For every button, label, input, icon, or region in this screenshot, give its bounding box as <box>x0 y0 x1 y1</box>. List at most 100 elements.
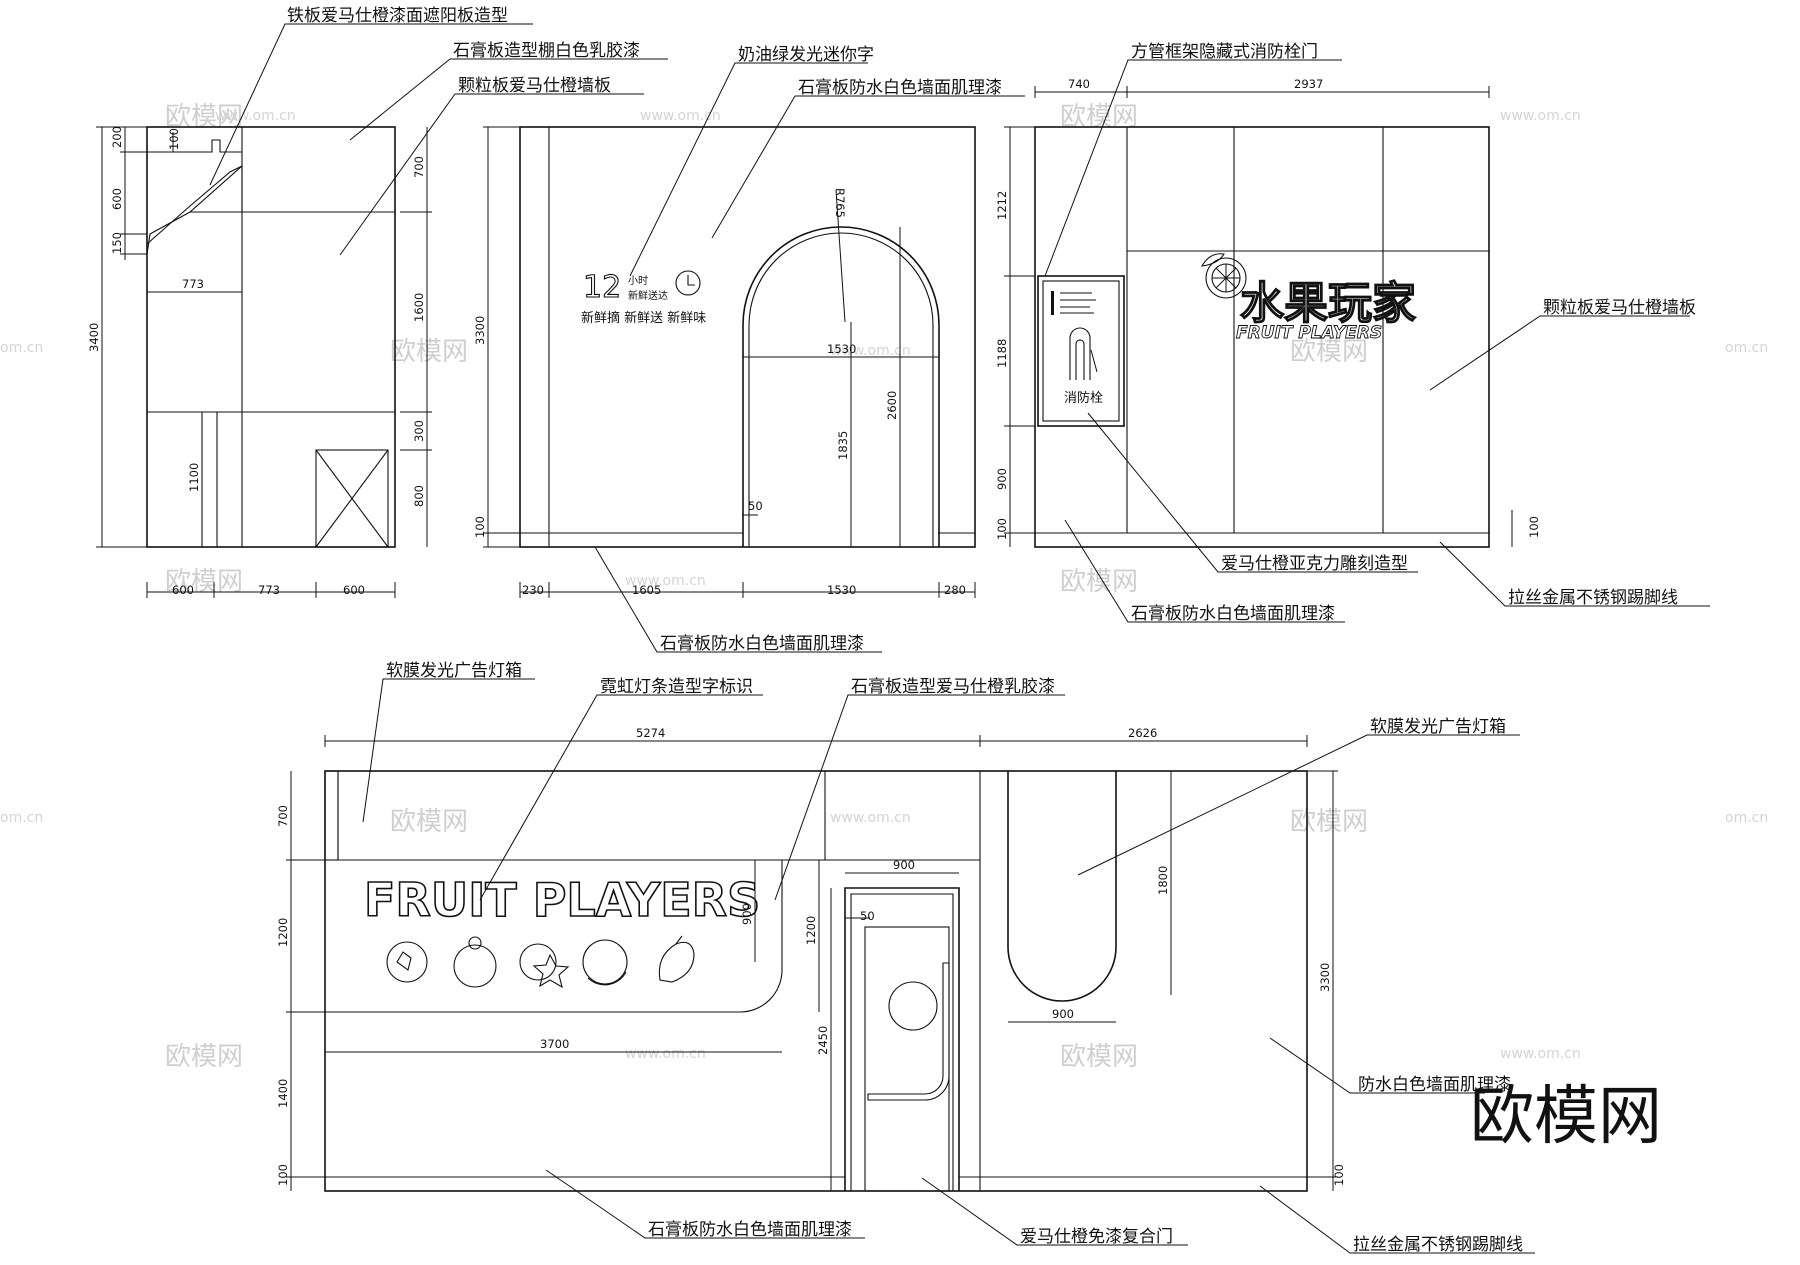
neon-panel-outline <box>325 860 783 1013</box>
mini-line-2: 新鲜摘 新鲜送 新鲜味 <box>581 310 706 326</box>
dim-5274: 5274 <box>636 726 665 740</box>
dim-3300: 3300 <box>473 316 487 345</box>
view1-sunshade <box>146 164 243 255</box>
dim-600: 600 <box>343 583 365 597</box>
label-hidden-hydrant: 方管框架隐藏式消防栓门 <box>1131 42 1318 62</box>
leader <box>1044 59 1342 277</box>
dim-800: 800 <box>412 485 426 507</box>
dim-700: 700 <box>412 156 426 178</box>
mango-icon <box>658 941 695 983</box>
dim-2937: 2937 <box>1294 77 1323 91</box>
door-porthole <box>888 981 938 1031</box>
dim-230: 230 <box>522 583 544 597</box>
watermark-url: www.om.cn <box>830 343 911 359</box>
mini-letter-sign: 12 小时 新鲜送达 新鲜摘 新鲜送 新鲜味 <box>581 269 706 326</box>
dim-900-door: 900 <box>893 858 915 872</box>
leader <box>629 62 868 277</box>
dim-1600: 1600 <box>412 293 426 322</box>
label-mini-letters: 奶油绿发光迷你字 <box>738 45 874 65</box>
dim-1200: 1200 <box>276 918 290 947</box>
dim-1530: 1530 <box>827 583 856 597</box>
elevation-view-3: 消防栓 水果玩家 FRUIT PLAYERS 740 2937 1212 118… <box>995 77 1541 548</box>
dim-1200: 1200 <box>804 916 818 945</box>
label-lightbox-right: 软膜发光广告灯箱 <box>1370 717 1506 737</box>
label-steel-skirting-bottom: 拉丝金属不锈钢踢脚线 <box>1353 1235 1523 1255</box>
annotation-leaders: 铁板爱马仕橙漆面遮阳板造型 石膏板造型棚白色乳胶漆 颗粒板爱马仕橙墙板 奶油绿发… <box>209 6 1710 1255</box>
mini-unit: 小时 <box>628 275 648 287</box>
logo-en-text: FRUIT PLAYERS <box>1236 323 1382 343</box>
view1-ceiling-step <box>147 139 242 153</box>
watermark-url-edge: om.cn <box>1725 810 1768 826</box>
label-composite-door: 爱马仕橙免漆复合门 <box>1020 1227 1173 1247</box>
leader <box>479 694 763 901</box>
dim-2450: 2450 <box>816 1026 830 1055</box>
watermark-brand: 欧模网 <box>165 1042 243 1072</box>
dim-100: 100 <box>1332 1164 1346 1186</box>
mini-line-1: 新鲜送达 <box>628 289 668 302</box>
neon-sign-text: FRUIT PLAYERS <box>364 873 760 927</box>
label-particle-board-right: 颗粒板爱马仕橙墙板 <box>1543 298 1696 318</box>
door-frame-inner <box>850 893 954 1191</box>
elevation-view-4: FRUIT PLAYERS 5274 <box>276 726 1346 1192</box>
view1-access-panel <box>315 449 389 548</box>
watermark-url: www.om.cn <box>625 1046 706 1062</box>
dim-900-arch: 900 <box>1052 1007 1074 1021</box>
label-steel-skirting-top: 拉丝金属不锈钢踢脚线 <box>1508 588 1678 608</box>
leader <box>594 546 882 653</box>
mini-hours: 12 <box>583 270 621 305</box>
label-gypsum-ceiling: 石膏板造型棚白色乳胶漆 <box>453 40 640 61</box>
dim-50: 50 <box>748 499 763 513</box>
label-gypsum-wall-top: 石膏板防水白色墙面肌理漆 <box>798 77 1002 98</box>
watermark-url: www.om.cn <box>1500 1046 1581 1062</box>
mangosteen-icon <box>453 944 497 988</box>
dim-100: 100 <box>167 128 181 150</box>
view1-access-panel-x <box>315 449 389 548</box>
hydrant-bar <box>1051 291 1054 315</box>
leader <box>1269 1037 1485 1094</box>
label-gypsum-wall-bottom: 石膏板防水白色墙面肌理漆 <box>648 1219 852 1240</box>
leader <box>711 95 1025 239</box>
label-iron-sunshade: 铁板爱马仕橙漆面遮阳板造型 <box>287 6 508 26</box>
dim-1400: 1400 <box>276 1079 290 1108</box>
leader <box>1087 412 1418 573</box>
dim-700: 700 <box>276 805 290 827</box>
mangosteen-icon <box>468 936 482 950</box>
label-acrylic-carving: 爱马仕橙亚克力雕刻造型 <box>1221 554 1408 574</box>
label-particle-board-left: 颗粒板爱马仕橙墙板 <box>458 76 611 96</box>
dim-740: 740 <box>1068 77 1090 91</box>
lightbox-left-edge <box>324 770 339 861</box>
leader <box>545 1169 865 1239</box>
watermark-brand: 欧模网 <box>1060 1042 1138 1072</box>
hydrant-panel <box>1042 280 1120 422</box>
extinguisher-icon <box>1090 349 1098 373</box>
logo-cn-text: 水果玩家 <box>1240 278 1416 329</box>
watermark-brand-large: 欧模网 <box>1470 1080 1662 1154</box>
watermark-brand: 欧模网 <box>390 337 468 367</box>
hydrant-label: 消防栓 <box>1064 390 1103 406</box>
dim-50: 50 <box>860 909 875 923</box>
dim-3400: 3400 <box>87 323 101 352</box>
dim-100: 100 <box>1527 516 1541 538</box>
durian-icon <box>396 951 412 971</box>
watermark-url: www.om.cn <box>1500 108 1581 124</box>
view1-sunshade <box>146 165 243 245</box>
watermark-url-edge: om.cn <box>1725 340 1768 356</box>
view2-arch-inner <box>748 232 934 547</box>
dim-280: 280 <box>944 583 966 597</box>
view1-outline <box>146 126 396 548</box>
watermelon-icon <box>582 939 628 985</box>
label-gypsum-orange-latex: 石膏板造型爱马仕橙乳胶漆 <box>851 676 1055 697</box>
starfruit-icon <box>532 953 570 989</box>
watermark-brand: 欧模网 <box>1060 567 1138 597</box>
dim-300: 300 <box>412 420 426 442</box>
orange-slice-icon <box>1215 267 1237 289</box>
radius-line <box>835 189 846 323</box>
dim-600: 600 <box>172 583 194 597</box>
hydrant-door: 消防栓 <box>1037 275 1125 427</box>
view4-outline <box>324 770 1308 1192</box>
leader <box>1064 519 1345 623</box>
dim-100: 100 <box>995 518 1009 540</box>
fruit-icons <box>386 935 695 989</box>
view3-outline <box>1034 126 1490 548</box>
